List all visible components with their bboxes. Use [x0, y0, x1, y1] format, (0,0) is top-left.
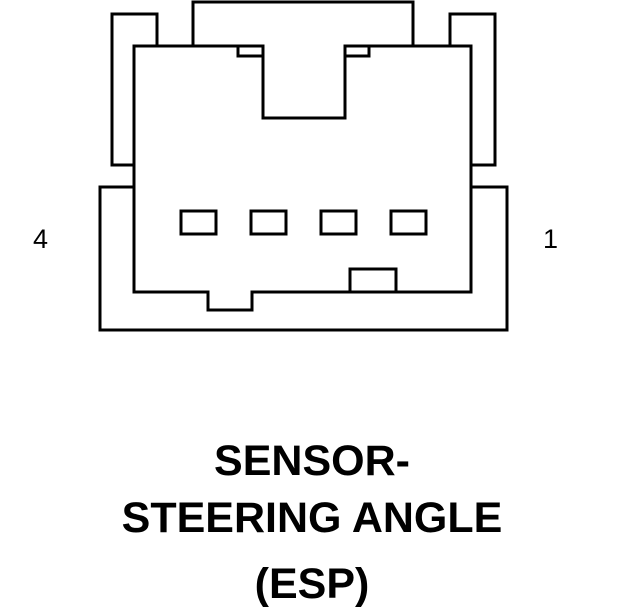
- diagram-title-line-1: SENSOR-: [214, 437, 410, 485]
- top-step-left: [238, 44, 265, 56]
- pin-cavity-3: [249, 209, 288, 236]
- connector-body: [132, 44, 473, 312]
- right-latch-tab: [448, 12, 497, 167]
- outer-shroud: [98, 185, 509, 332]
- left-latch-tab: [110, 12, 159, 167]
- pin-cavity-4: [179, 209, 218, 236]
- pin-label-right: 1: [543, 224, 559, 254]
- top-key-housing: [191, 0, 415, 46]
- polarization-key: [348, 267, 398, 294]
- top-step-right: [343, 44, 369, 56]
- diagram-title-line-3: (ESP): [254, 560, 370, 608]
- pin-label-left: 4: [33, 224, 49, 254]
- pin-cavity-1: [389, 209, 428, 236]
- pin-cavity-2: [319, 209, 358, 236]
- connector-diagram: [98, 0, 509, 332]
- diagram-title-line-2: STEERING ANGLE: [121, 494, 503, 542]
